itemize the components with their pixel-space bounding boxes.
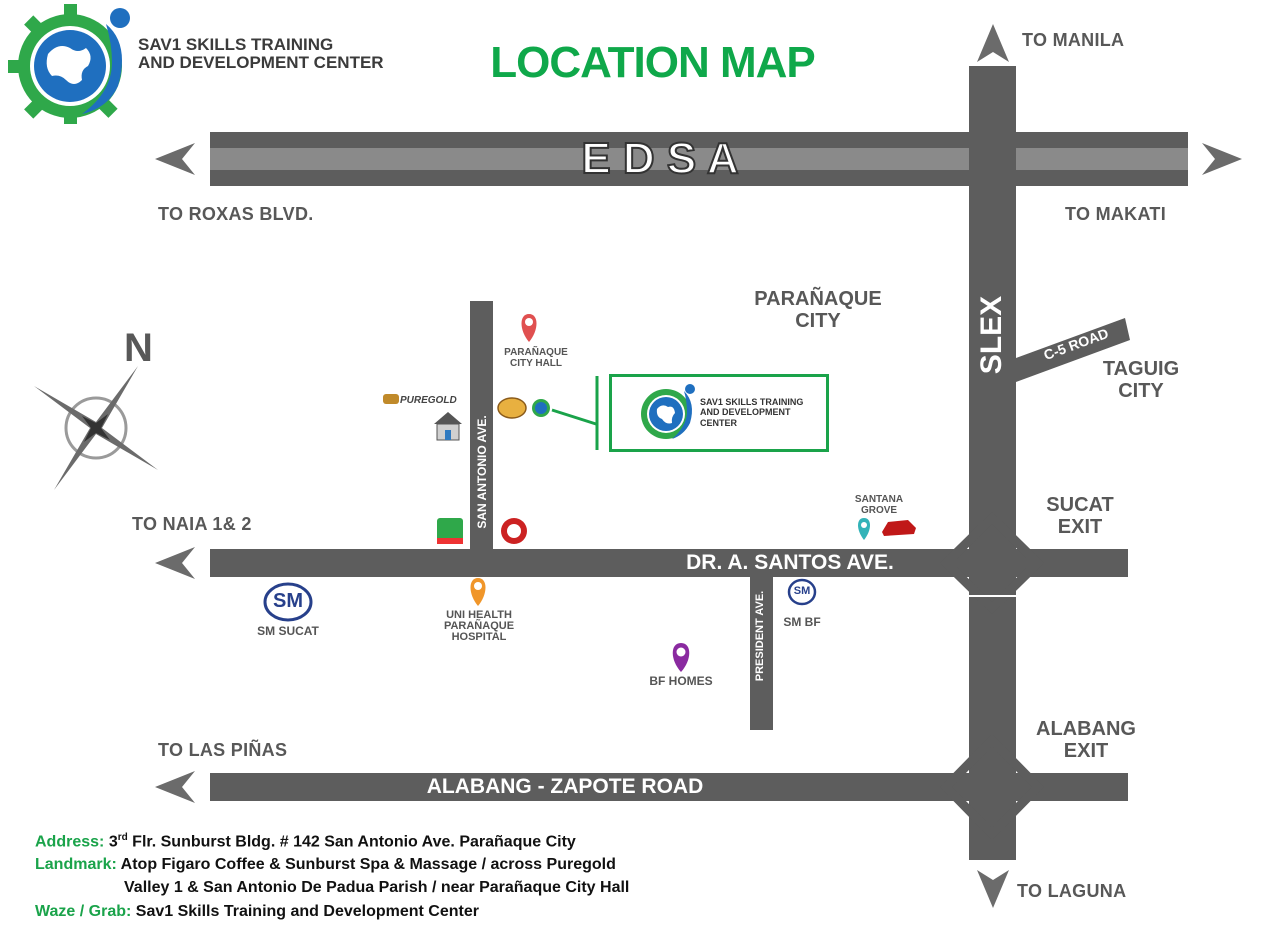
callout-logo-icon (641, 384, 695, 439)
alabang-zapote-road (210, 773, 1128, 801)
info-landmark-cont: Valley 1 & San Antonio De Padua Parish /… (124, 879, 630, 896)
org-name: SAV1 SKILLS TRAINING AND DEVELOPMENT CEN… (138, 36, 384, 72)
address-label: Address: (35, 833, 105, 851)
callout-pointer (551, 408, 597, 426)
org-name-line1: SAV1 SKILLS TRAINING (138, 35, 334, 54)
area-paranaque-city: PARAÑAQUE CITY (754, 288, 882, 332)
edsa-center-band (210, 148, 1188, 170)
city-hall-pin-icon (521, 314, 537, 342)
dest-naia: TO NAIA 1& 2 (132, 514, 252, 534)
sm-sucat-logo-text: SM (273, 590, 303, 612)
gear-globe-icon (8, 4, 130, 126)
uni-health-pin-icon (470, 578, 486, 606)
edsa-label: E D S A (580, 133, 739, 184)
callout-text: SAV1 SKILLS TRAINING AND DEVELOPMENT CEN… (700, 397, 826, 428)
c5-road (1016, 318, 1130, 382)
waze-label: Waze / Grab: (35, 903, 132, 920)
arrow-west-santos (155, 547, 195, 579)
compass-north-label: N (124, 326, 153, 370)
president-road (750, 577, 773, 730)
landmark-value1: Atop Figaro Coffee & Sunburst Spa & Mass… (120, 856, 616, 873)
sm-sucat-logo-icon (263, 582, 313, 622)
callout-line1: SAV1 SKILLS TRAINING (700, 397, 804, 407)
landmark-bf-homes: BF HOMES (649, 674, 713, 688)
info-landmark: Landmark: Atop Figaro Coffee & Sunburst … (35, 856, 616, 874)
info-waze: Waze / Grab: Sav1 Skills Training and De… (35, 903, 479, 921)
callout-line2: AND DEVELOPMENT CENTER (700, 407, 791, 428)
arrow-west-edsa (155, 143, 195, 175)
sm-bf-logo-text: SM (793, 585, 811, 597)
landmark-uni-health: UNI HEALTH PARAÑAQUE HOSPITAL (443, 609, 515, 643)
santana-grove-pin-icon (858, 518, 870, 540)
red-car-icon (882, 520, 916, 536)
landmark-sm-bf: SM BF (783, 615, 821, 629)
san-antonio-label: SAN ANTONIO AVE. (475, 415, 489, 529)
dest-manila: TO MANILA (1022, 30, 1125, 50)
sucat-interchange (939, 511, 1045, 615)
page-title: LOCATION MAP (490, 38, 816, 87)
info-address: Address: 3rd Flr. Sunburst Bldg. # 142 S… (35, 832, 576, 851)
area-taguig-city: TAGUIG CITY (1102, 358, 1180, 402)
church-icon (434, 412, 462, 441)
puregold-logo-icon (383, 394, 399, 404)
landmark-santana-grove: SANTANA GROVE (854, 494, 904, 516)
center-callout: SAV1 SKILLS TRAINING AND DEVELOPMENT CEN… (609, 374, 829, 452)
san-antonio-road (470, 301, 493, 549)
compass-icon (34, 366, 158, 490)
alabang-interchange (939, 733, 1045, 841)
figaro-coffee-icon (497, 397, 527, 419)
arrow-south-slex (977, 870, 1009, 908)
org-logo (8, 4, 138, 126)
area-alabang-exit: ALABANG EXIT (1036, 718, 1136, 762)
org-name-line2: AND DEVELOPMENT CENTER (138, 52, 384, 72)
area-sucat-exit: SUCAT EXIT (1046, 494, 1114, 538)
dr-santos-road (210, 549, 1128, 577)
dest-roxas: TO ROXAS BLVD. (158, 204, 314, 224)
address-value: Flr. Sunburst Bldg. # 142 San Antonio Av… (127, 833, 576, 851)
sav1-small-logo-icon (532, 399, 550, 417)
waze-value: Sav1 Skills Training and Development Cen… (135, 903, 479, 920)
dest-las-pinas: TO LAS PIÑAS (158, 740, 288, 760)
dr-santos-label: DR. A. SANTOS AVE. (686, 551, 894, 574)
address-floor: 3 (108, 833, 118, 851)
sm-bf-logo-icon (787, 578, 817, 606)
slex-road (969, 66, 1016, 860)
alabang-zapote-label: ALABANG - ZAPOTE ROAD (426, 775, 704, 798)
bf-homes-pin-icon (672, 643, 690, 672)
dest-laguna: TO LAGUNA (1017, 881, 1127, 901)
restaurant-icon (501, 518, 527, 544)
landmark-sm-sucat: SM SUCAT (257, 624, 319, 638)
landmark-city-hall: PARAÑAQUE CITY HALL (504, 347, 568, 369)
landmark-label: Landmark: (35, 856, 117, 873)
landmark-puregold: PUREGOLD (400, 395, 457, 406)
arrow-east-edsa (1202, 143, 1242, 175)
grocery-store-icon (437, 518, 463, 544)
address-sup: rd (117, 832, 128, 843)
dest-makati: TO MAKATI (1065, 204, 1167, 224)
slex-label: SLEX (975, 295, 1008, 375)
arrow-north-slex (977, 24, 1009, 62)
arrow-west-zapote (155, 771, 195, 803)
president-label: PRESIDENT AVE. (754, 590, 766, 682)
